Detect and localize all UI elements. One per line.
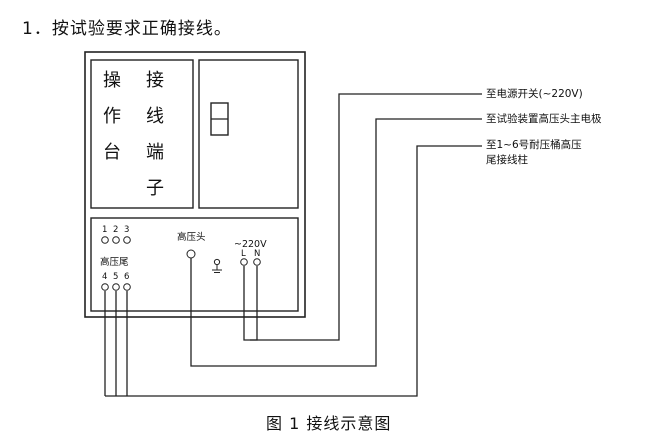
console-label-3: 台 bbox=[103, 142, 121, 163]
terminal-circles-1-3 bbox=[101, 236, 131, 244]
supply-voltage-label: ~220V bbox=[234, 239, 267, 250]
hv-head-label: 高压头 bbox=[177, 232, 206, 243]
cabinet-frame bbox=[84, 51, 306, 318]
hv-tail-number-6: 6 bbox=[124, 272, 130, 282]
switch-panel bbox=[198, 59, 299, 209]
terminal-number-1: 1 bbox=[102, 225, 108, 235]
terminal-l bbox=[240, 258, 248, 266]
terminal-number-3: 3 bbox=[124, 225, 130, 235]
section-heading: 1．按试验要求正确接线。 bbox=[22, 19, 232, 39]
switch-icon bbox=[210, 102, 229, 136]
console-label-2: 作 bbox=[103, 106, 121, 127]
terminal-label-3: 端 bbox=[146, 142, 164, 163]
annotation-hv-tail-post-line1: 至1~6号耐压桶高压 bbox=[486, 139, 582, 151]
terminal-panel bbox=[90, 217, 299, 312]
supply-n-label: N bbox=[254, 249, 261, 259]
hv-tail-label: 高压尾 bbox=[100, 257, 129, 268]
hv-head-terminal bbox=[186, 249, 196, 259]
terminal-number-2: 2 bbox=[113, 225, 119, 235]
figure-caption: 图 1 接线示意图 bbox=[266, 414, 392, 433]
hv-tail-number-5: 5 bbox=[113, 272, 119, 282]
terminal-label-1: 接 bbox=[146, 70, 164, 91]
console-label-1: 操 bbox=[103, 70, 121, 91]
wire-power-switch bbox=[243, 266, 258, 341]
wire-power-switch-run bbox=[250, 93, 482, 341]
wire-hv-head bbox=[190, 118, 482, 367]
terminal-label-4: 子 bbox=[146, 178, 164, 199]
ground-icon bbox=[212, 258, 222, 273]
terminal-label-2: 线 bbox=[146, 106, 164, 127]
annotation-hv-tail-post-line2: 尾接线柱 bbox=[486, 154, 528, 166]
annotation-hv-head-electrode: 至试验装置高压头主电极 bbox=[486, 113, 602, 125]
terminal-n bbox=[253, 258, 261, 266]
wire-tail-run bbox=[105, 145, 482, 397]
terminal-circles-4-6 bbox=[101, 283, 131, 291]
hv-tail-number-4: 4 bbox=[102, 272, 108, 282]
annotation-power-switch: 至电源开关(~220V) bbox=[486, 88, 583, 100]
console-panel bbox=[90, 59, 194, 209]
supply-l-label: L bbox=[241, 249, 246, 259]
